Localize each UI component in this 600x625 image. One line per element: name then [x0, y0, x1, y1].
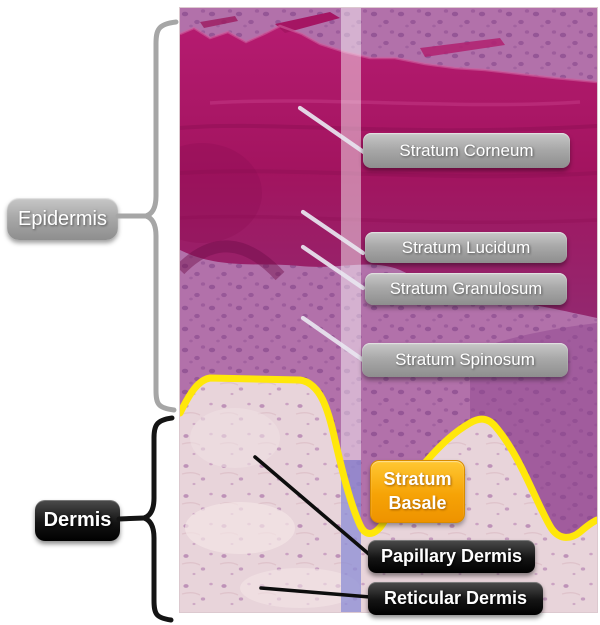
label-papillary-dermis: Papillary Dermis	[368, 540, 535, 573]
leader-line-stratum-corneum	[297, 105, 368, 156]
leader-line-reticular-dermis	[259, 586, 372, 599]
leader-line-papillary-dermis	[253, 455, 372, 557]
label-stratum-basale: Stratum Basale	[370, 460, 465, 523]
histology-micrograph: Stratum Corneum Stratum Lucidum Stratum …	[179, 7, 598, 615]
label-dermis-group: Dermis	[35, 500, 120, 541]
leader-line-stratum-spinosum	[300, 315, 366, 363]
label-stratum-spinosum: Stratum Spinosum	[362, 343, 568, 377]
label-stratum-lucidum: Stratum Lucidum	[365, 232, 567, 263]
leader-line-stratum-granulosum	[300, 244, 366, 291]
highlight-band-blue	[341, 460, 361, 612]
label-stratum-basale-line2: Basale	[388, 492, 447, 513]
epidermis-bracket	[143, 19, 179, 413]
dermis-bracket-connector	[116, 515, 147, 522]
label-stratum-basale-line1: Stratum	[383, 469, 452, 490]
label-epidermis-group: Epidermis	[7, 198, 118, 240]
label-stratum-corneum: Stratum Corneum	[363, 133, 570, 168]
label-stratum-granulosum: Stratum Granulosum	[365, 273, 567, 305]
leader-line-stratum-lucidum	[300, 209, 366, 256]
label-reticular-dermis: Reticular Dermis	[368, 582, 543, 615]
dermis-bracket	[141, 415, 175, 623]
